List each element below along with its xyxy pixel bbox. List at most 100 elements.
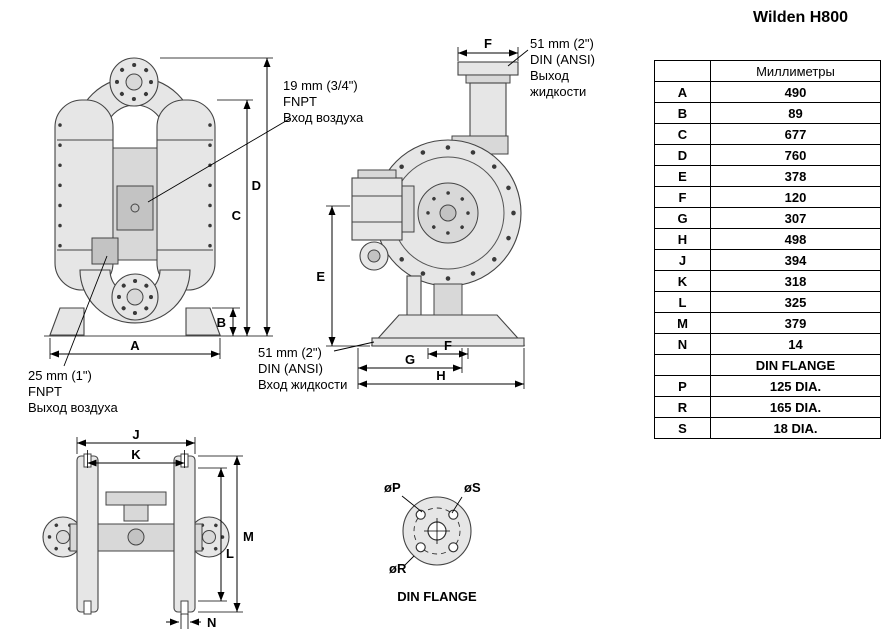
dim-value-cell: 89 — [710, 102, 881, 124]
annotation-air-exhaust: 25 mm (1") FNPT Выход воздуха — [28, 368, 118, 416]
left-foot — [49, 307, 85, 336]
dim-value-cell: 120 — [710, 186, 881, 208]
dim-value-cell: 379 — [710, 312, 881, 334]
dim-letter-cell: A — [654, 81, 711, 103]
right-foot — [185, 307, 221, 336]
dim-value-cell: 165 DIA. — [710, 396, 881, 418]
leader-lines — [63, 49, 529, 367]
center-flange-bar — [105, 491, 167, 506]
dim-label-m: M — [243, 529, 254, 544]
bolt-hole — [415, 509, 426, 520]
dim-label-r: øR — [389, 561, 407, 576]
dim-value-cell: 760 — [710, 144, 881, 166]
dim-label-b: B — [217, 315, 226, 330]
dim-value-cell: 125 DIA. — [710, 375, 881, 397]
annotation-line: Вход воздуха — [283, 110, 364, 125]
bolt-hole — [448, 542, 459, 553]
dim-letter-cell: L — [654, 291, 711, 313]
dim-letter-cell: N — [654, 333, 711, 355]
page-title: Wilden H800 — [753, 9, 848, 26]
dim-label-p: øP — [384, 480, 401, 495]
dim-label-c: C — [232, 208, 242, 223]
dim-letter-cell: J — [654, 249, 711, 271]
right-rail — [173, 455, 196, 613]
dim-value-cell: 394 — [710, 249, 881, 271]
table-section-row: DIN FLANGE — [654, 354, 881, 376]
annotation-line: DIN (ANSI) — [530, 52, 595, 67]
dim-label-f-bottom: F — [444, 338, 452, 353]
discharge-flange — [457, 61, 519, 76]
annotation-line: DIN (ANSI) — [258, 361, 323, 376]
dim-letter-cell: D — [654, 144, 711, 166]
dim-value-cell: 14 — [710, 333, 881, 355]
muffler — [91, 237, 119, 265]
dim-letter-cell: M — [654, 312, 711, 334]
dim-letter-cell: C — [654, 123, 711, 145]
dim-label-k: K — [131, 447, 141, 462]
dim-letter-cell — [654, 354, 711, 376]
dim-value-cell: 378 — [710, 165, 881, 187]
dimensions-bottom: J K M L N — [76, 427, 254, 630]
leader-air-exhaust — [63, 255, 108, 367]
dim-letter-cell: E — [654, 165, 711, 187]
dim-value-cell: 498 — [710, 228, 881, 250]
dim-label-s: øS — [464, 480, 481, 495]
annotation-liquid-discharge: 51 mm (2") DIN (ANSI) Выход жидкости — [530, 36, 595, 100]
discharge-pipe — [469, 82, 507, 146]
dim-label-h: H — [436, 368, 445, 383]
table-header-units: Миллиметры — [710, 60, 881, 82]
flange-detail: øP øS øR DIN FLANGE — [384, 480, 481, 604]
table-header-row: Миллиметры — [654, 60, 881, 82]
air-valve-side — [351, 177, 403, 241]
dim-value-cell: 325 — [710, 291, 881, 313]
annotation-line: 25 mm (1") — [28, 368, 92, 383]
dim-label-n: N — [207, 615, 216, 630]
dim-letter-cell: F — [654, 186, 711, 208]
right-chamber — [156, 99, 216, 291]
dim-letter-cell: P — [654, 375, 711, 397]
annotation-line: жидкости — [530, 84, 587, 99]
dimensions-front: A B C D — [49, 57, 273, 359]
dim-letter-cell: S — [654, 417, 711, 439]
dim-letter-cell: G — [654, 207, 711, 229]
table-header-blank — [654, 60, 711, 82]
annotation-air-inlet: 19 mm (3/4") FNPT Вход воздуха — [283, 78, 363, 126]
bolt-hole — [415, 542, 426, 553]
dim-label-g: G — [405, 352, 415, 367]
dim-value-cell: 18 DIA. — [710, 417, 881, 439]
annotation-line: FNPT — [283, 94, 317, 109]
dim-label-d: D — [252, 178, 261, 193]
left-rail — [76, 455, 99, 613]
dim-letter-cell: K — [654, 270, 711, 292]
leader-liquid-discharge — [507, 49, 529, 67]
dim-label-j: J — [132, 427, 139, 442]
leader-air-inlet — [147, 117, 292, 203]
annotation-liquid-inlet: 51 mm (2") DIN (ANSI) Вход жидкости — [258, 345, 347, 393]
dim-letter-cell: B — [654, 102, 711, 124]
bottom-view — [42, 453, 230, 615]
dim-letter-cell: R — [654, 396, 711, 418]
dimensions-side: F E F G H — [316, 36, 525, 389]
dim-value-cell: 307 — [710, 207, 881, 229]
dim-value-cell: 490 — [710, 81, 881, 103]
dim-label-e: E — [316, 269, 325, 284]
